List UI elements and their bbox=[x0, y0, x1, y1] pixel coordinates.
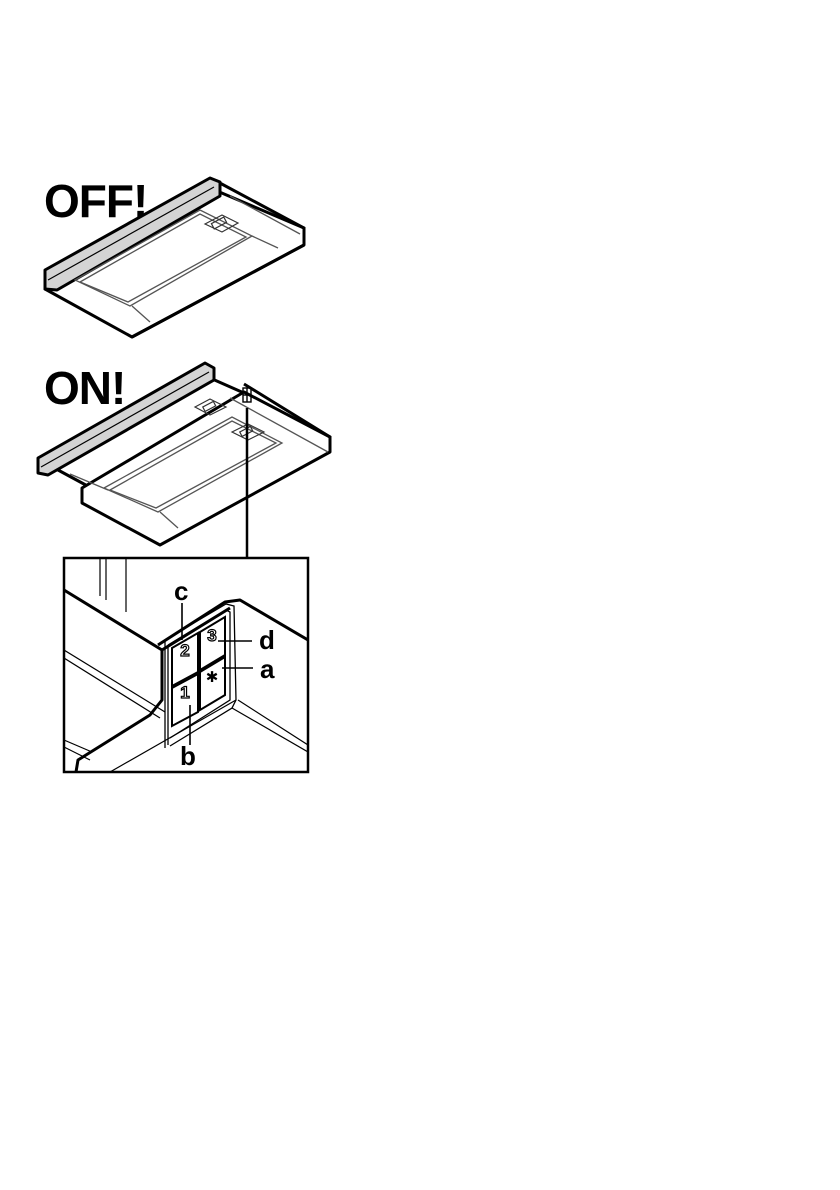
on-label: ON! bbox=[44, 362, 126, 414]
callout-b: b bbox=[180, 741, 196, 771]
off-label: OFF! bbox=[44, 175, 148, 227]
fan-speed-1-button: 1 bbox=[180, 682, 191, 702]
callout-a: a bbox=[260, 654, 275, 684]
fan-speed-2-button: 2 bbox=[180, 640, 191, 660]
callout-c: c bbox=[174, 576, 189, 606]
light-button: ✱ bbox=[205, 668, 219, 686]
callout-d: d bbox=[259, 625, 275, 655]
fan-speed-3-button: 3 bbox=[207, 625, 218, 645]
